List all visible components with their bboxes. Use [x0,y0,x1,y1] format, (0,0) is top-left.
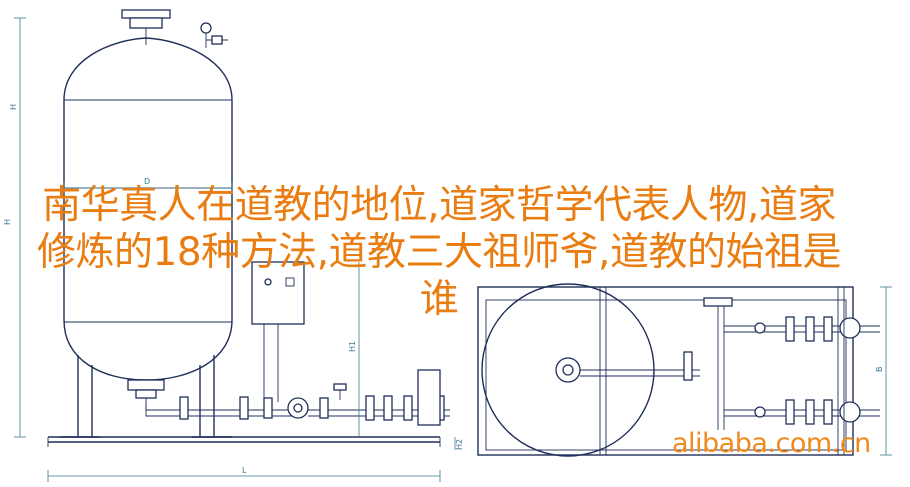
top-flange [121,9,171,45]
dim-label-h1: H1 [348,341,357,352]
vertical-tank [60,22,233,438]
dimension-lines [14,17,892,482]
dim-label-diameter: D [144,177,150,186]
dim-label-width: B [875,367,884,373]
side-view [477,283,880,457]
article-headline: 南华真人在道教的地位,道家哲学代表人物,道家修炼的18种方法,道教三大祖师爷,道… [37,183,841,322]
pipework-left [145,369,450,426]
dim-label-height-left: H [9,104,18,110]
dim-label-h2: H2 [455,439,464,450]
dim-label-height: H [3,219,12,225]
control-box [251,261,305,402]
dim-label-length: L [242,466,247,475]
base-frame [47,436,441,447]
watermark: alibaba.com.cn [672,428,871,459]
